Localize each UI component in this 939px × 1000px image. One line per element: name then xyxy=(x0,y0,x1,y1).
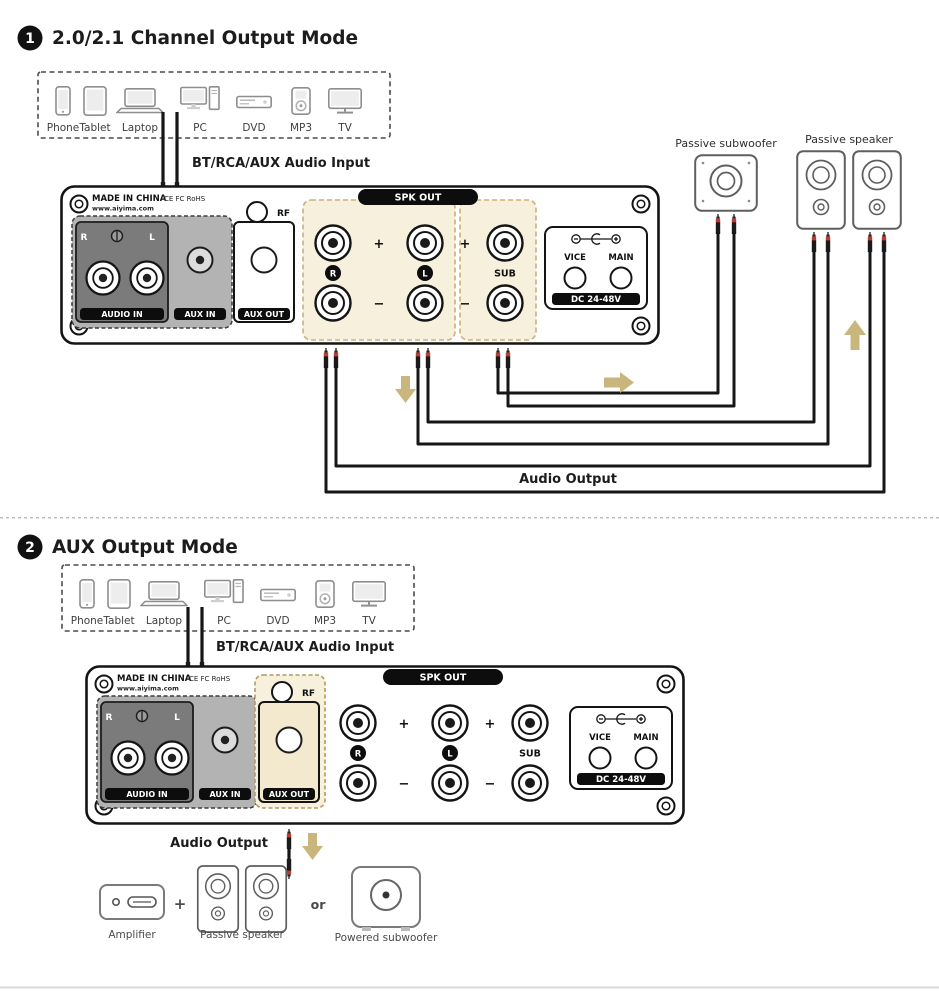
audio-output-label: Audio Output xyxy=(170,836,268,851)
phone-icon xyxy=(79,579,95,609)
passive-speaker-label: Passive speaker xyxy=(200,929,284,941)
aux-plug-icon xyxy=(286,859,292,879)
passive-speaker-icon xyxy=(196,865,240,933)
dvd-icon xyxy=(236,95,272,109)
banana-plug-icon xyxy=(415,348,421,368)
tv-icon xyxy=(352,581,386,607)
tablet-icon xyxy=(107,579,131,609)
banana-plug-icon xyxy=(505,348,511,368)
section1-diagram: 1 2.0/2.1 Channel Output Mode Phone Tabl… xyxy=(17,25,902,494)
device-label: Phone xyxy=(71,615,104,627)
speaker-wire xyxy=(496,232,720,395)
audio-output-label: Audio Output xyxy=(519,472,617,487)
device-label: Tablet xyxy=(78,122,110,134)
banana-plug-icon xyxy=(825,232,831,252)
powered-subwoofer-label: Powered subwoofer xyxy=(335,932,438,944)
section2-title: AUX Output Mode xyxy=(52,537,238,558)
device-label: PC xyxy=(217,615,231,627)
device-label: Tablet xyxy=(102,615,134,627)
section1-title: 2.0/2.1 Channel Output Mode xyxy=(52,28,358,49)
device-label: MP3 xyxy=(314,615,336,627)
banana-plug-icon xyxy=(867,232,873,252)
phone-icon xyxy=(55,86,71,116)
device-label: Laptop xyxy=(122,122,158,134)
amplifier-label: Amplifier xyxy=(108,929,156,941)
amplifier-rear-panel xyxy=(60,185,660,345)
amplifier-rear-panel xyxy=(85,665,685,825)
section2-badge-number: 2 xyxy=(25,540,35,556)
aux-plug-icon xyxy=(286,829,292,849)
device-label: Phone xyxy=(47,122,80,134)
mp3-icon xyxy=(291,87,311,115)
banana-plug-icon xyxy=(323,348,329,368)
banana-plug-icon xyxy=(333,348,339,368)
powered-subwoofer-icon xyxy=(351,866,421,931)
section1-badge xyxy=(17,25,43,51)
passive-subwoofer-label: Passive subwoofer xyxy=(675,137,777,150)
or-label: or xyxy=(311,897,327,912)
arrow-down-icon xyxy=(395,376,416,403)
arrow-up-icon xyxy=(844,320,866,350)
arrow-right-icon xyxy=(604,372,634,393)
passive-speaker-icon xyxy=(244,865,288,933)
arrow-down-icon xyxy=(302,833,323,860)
mp3-icon xyxy=(315,580,335,608)
dvd-icon xyxy=(260,588,296,602)
audio-input-label: BT/RCA/AUX Audio Input xyxy=(192,156,370,171)
speaker-wire xyxy=(324,250,886,494)
device-label: DVD xyxy=(266,615,289,627)
banana-plug-icon xyxy=(881,232,887,252)
section2-badge xyxy=(17,534,43,560)
speaker-wire xyxy=(506,232,736,408)
device-label: TV xyxy=(337,122,352,134)
amplifier-icon xyxy=(99,884,165,920)
banana-plug-icon xyxy=(495,348,501,368)
plus-sign: + xyxy=(174,895,187,913)
speaker-wire xyxy=(416,250,830,446)
passive-speaker-icon xyxy=(796,150,846,230)
speaker-wire xyxy=(334,250,872,468)
banana-plug-icon xyxy=(731,214,737,234)
tablet-icon xyxy=(83,86,107,116)
banana-plug-icon xyxy=(425,348,431,368)
speaker-wire xyxy=(426,250,816,424)
section1-badge-number: 1 xyxy=(25,31,35,47)
passive-subwoofer-icon xyxy=(694,154,758,212)
banana-plug-icon xyxy=(715,214,721,234)
tv-icon xyxy=(328,88,362,114)
section2-diagram: 2 AUX Output Mode Phone Tablet Laptop PC… xyxy=(0,517,939,989)
banana-plug-icon xyxy=(811,232,817,252)
audio-input-label: BT/RCA/AUX Audio Input xyxy=(216,640,394,655)
passive-speaker-label: Passive speaker xyxy=(805,133,893,146)
device-label: DVD xyxy=(242,122,265,134)
device-label: Laptop xyxy=(146,615,182,627)
passive-speaker-icon xyxy=(852,150,902,230)
device-label: TV xyxy=(361,615,376,627)
device-label: MP3 xyxy=(290,122,312,134)
device-label: PC xyxy=(193,122,207,134)
